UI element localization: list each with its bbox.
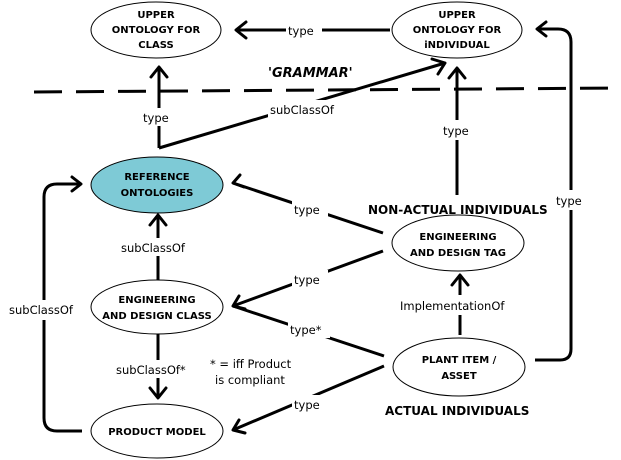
edge-label-type: type (556, 194, 582, 208)
edge-plant-to-eng-class: type* (232, 304, 385, 358)
node-upper-ontology-class[interactable]: UPPER ONTOLOGY FOR CLASS (90, 1, 222, 59)
node-text: ENGINEERING (118, 295, 195, 306)
node-text: ONTOLOGY FOR (112, 25, 201, 36)
edge-label-subclassof: subClassOf (121, 241, 186, 255)
edge-label-type: type (294, 203, 320, 217)
edge-tag-to-upper-individual: type (440, 66, 476, 195)
edge-tag-to-reference: type (231, 173, 384, 235)
node-plant-item-asset[interactable]: PLANT ITEM / ASSET (392, 337, 526, 397)
edge-label-type: type (288, 24, 314, 38)
edge-label-type: type (443, 124, 469, 138)
edge-plant-to-upper-individual: type (535, 20, 588, 362)
grammar-label: 'GRAMMAR' (268, 66, 353, 81)
node-text: ENGINEERING (419, 232, 496, 243)
non-actual-individuals-label: NON-ACTUAL INDIVIDUALS (368, 203, 548, 217)
node-engineering-design-tag[interactable]: ENGINEERING AND DESIGN TAG (391, 214, 525, 272)
node-text: ONTOLOGY FOR (413, 25, 502, 36)
node-text: PLANT ITEM / (422, 355, 497, 366)
node-text: ASSET (441, 371, 477, 382)
edge-product-to-reference: subClassOf (8, 175, 84, 433)
edge-reference-to-upper-class: type (140, 65, 178, 148)
note-line-1: * = iff Product (210, 357, 292, 371)
edge-plant-to-product: type (231, 364, 385, 435)
node-text: AND DESIGN TAG (410, 248, 506, 259)
edge-eng-class-to-product: subClassOf* (114, 330, 200, 400)
node-text: REFERENCE (124, 172, 189, 183)
edge-label-subclassof-star: subClassOf* (116, 363, 186, 377)
edge-label-subclassof: subClassOf (9, 303, 74, 317)
edge-label-type: type (294, 398, 320, 412)
node-text: PRODUCT MODEL (108, 427, 206, 438)
node-product-model[interactable]: PRODUCT MODEL (90, 403, 224, 459)
node-text: AND DESIGN CLASS (102, 311, 211, 322)
edge-label-type: type (294, 273, 320, 287)
edge-label-subclassof: subClassOf (270, 103, 335, 117)
node-text: iNDIVIDUAL (424, 40, 490, 51)
node-upper-ontology-individual[interactable]: UPPER ONTOLOGY FOR iNDIVIDUAL (391, 1, 523, 59)
note-line-2: is compliant (215, 373, 285, 387)
edge-label-type: type (143, 111, 169, 125)
node-text: UPPER (137, 10, 175, 21)
node-reference-ontologies[interactable]: REFERENCE ONTOLOGIES (90, 156, 224, 214)
grammar-divider (33, 86, 621, 94)
edge-eng-class-to-reference: subClassOf (118, 213, 198, 282)
node-text: UPPER (438, 10, 476, 21)
actual-individuals-label: ACTUAL INDIVIDUALS (385, 404, 529, 418)
edge-label-implementationof: ImplementationOf (400, 299, 505, 313)
edge-upper-ind-to-upper-class: type (234, 20, 390, 40)
edge-tag-to-eng-class: type (231, 249, 384, 311)
node-engineering-design-class[interactable]: ENGINEERING AND DESIGN CLASS (90, 279, 224, 335)
node-text: CLASS (138, 40, 173, 51)
edge-label-type-star: type* (290, 323, 322, 337)
edge-reference-to-upper-individual: subClassOf (158, 57, 447, 150)
node-text: ONTOLOGIES (121, 188, 194, 199)
edge-plant-to-tag: ImplementationOf (398, 273, 522, 335)
